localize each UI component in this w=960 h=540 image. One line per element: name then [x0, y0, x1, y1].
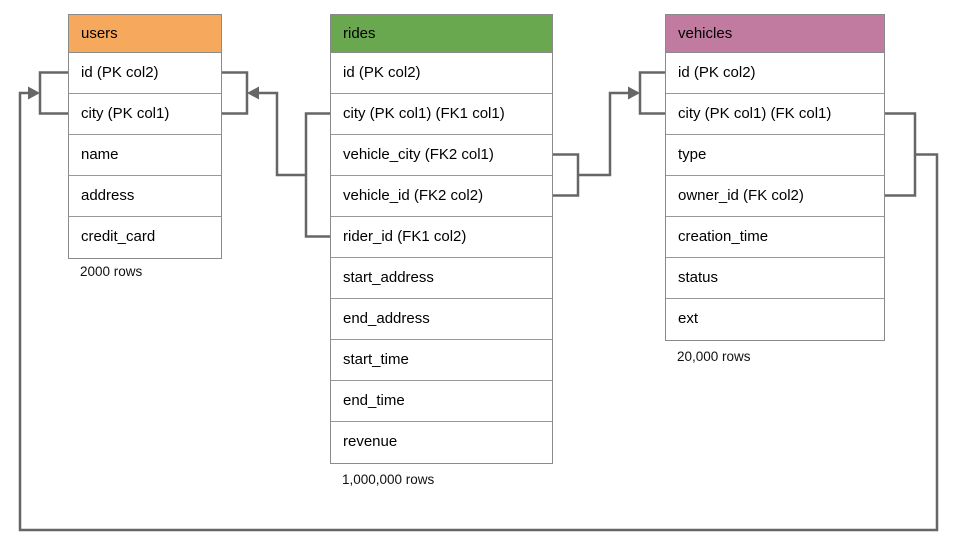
table-row: city (PK col1) (FK col1)	[666, 94, 884, 135]
table-rows: id (PK col2)city (PK col1) (FK1 col1)veh…	[331, 53, 552, 463]
table-row: start_time	[331, 340, 552, 381]
table-row: name	[69, 135, 221, 176]
table-row: end_time	[331, 381, 552, 422]
table-header: rides	[331, 15, 552, 53]
table-vehicles: vehicles id (PK col2)city (PK col1) (FK …	[665, 14, 885, 341]
table-row: type	[666, 135, 884, 176]
table-row: rider_id (FK1 col2)	[331, 217, 552, 258]
table-rows: id (PK col2)city (PK col1) (FK col1)type…	[666, 53, 884, 340]
rowcount-rides: 1,000,000 rows	[342, 472, 435, 487]
table-row: id (PK col2)	[331, 53, 552, 94]
connector-path	[259, 91, 306, 177]
rowcount-vehicles: 20,000 rows	[677, 349, 751, 364]
connector-rides-users	[222, 71, 330, 238]
table-row: creation_time	[666, 217, 884, 258]
arrowhead-left-icon	[247, 86, 259, 100]
bracket-vehicles-right	[885, 112, 917, 197]
table-header: vehicles	[666, 15, 884, 53]
table-row: status	[666, 258, 884, 299]
table-rides: rides id (PK col2)city (PK col1) (FK1 co…	[330, 14, 553, 464]
bracket-users-right	[222, 71, 249, 115]
arrowhead-right-icon	[28, 86, 40, 100]
table-row: address	[69, 176, 221, 217]
table-row: city (PK col1)	[69, 94, 221, 135]
table-row: id (PK col2)	[666, 53, 884, 94]
bracket-rides-left	[304, 112, 330, 238]
table-header: users	[69, 15, 221, 53]
arrowhead-right-icon	[628, 86, 640, 100]
table-row: owner_id (FK col2)	[666, 176, 884, 217]
table-row: start_address	[331, 258, 552, 299]
connector-rides-vehicles	[553, 71, 665, 197]
connector-path	[578, 91, 628, 177]
table-row: ext	[666, 299, 884, 340]
table-row: end_address	[331, 299, 552, 340]
table-row: vehicle_city (FK2 col1)	[331, 135, 552, 176]
rowcount-users: 2000 rows	[80, 264, 143, 279]
table-row: revenue	[331, 422, 552, 463]
table-row: id (PK col2)	[69, 53, 221, 94]
bracket-rides-right	[553, 153, 580, 197]
bracket-vehicles-left	[638, 71, 665, 115]
table-row: vehicle_id (FK2 col2)	[331, 176, 552, 217]
table-row: city (PK col1) (FK1 col1)	[331, 94, 552, 135]
bracket-users-left	[38, 71, 68, 115]
table-row: credit_card	[69, 217, 221, 258]
